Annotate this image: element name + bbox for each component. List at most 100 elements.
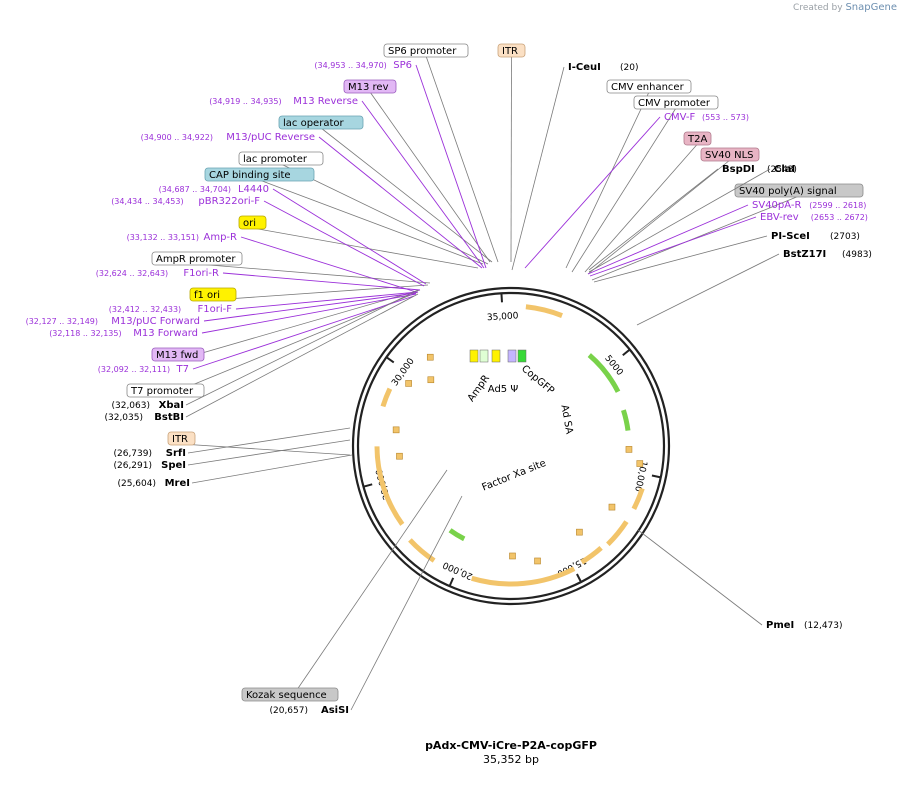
- primer-leader-line: [263, 200, 425, 287]
- internal-label: Ad5 Ψ: [488, 384, 519, 395]
- primer-leader-line: [415, 64, 487, 269]
- enzyme-name: SrfI: [166, 448, 186, 459]
- feature-arc: [621, 409, 631, 431]
- enzyme-leader-line: [636, 253, 780, 326]
- primer-range: (34,687 .. 34,704): [159, 185, 231, 194]
- enzyme-position: (12,473): [804, 621, 843, 631]
- feature-marker: [405, 380, 412, 387]
- cds-feature-arc: [525, 304, 563, 318]
- plasmid-name: pAdx-CMV-iCre-P2A-copGFP: [425, 739, 597, 752]
- enzyme-name: BspDI: [722, 164, 755, 175]
- feature-label: CAP binding site: [209, 170, 291, 181]
- tick-label: 30,000: [390, 356, 417, 388]
- feature-leader-line: [565, 91, 650, 269]
- primer-name: F1ori-F: [198, 304, 233, 315]
- feature-label: M13 rev: [348, 82, 389, 93]
- feature-label: AmpR promoter: [156, 254, 236, 265]
- enzyme-position: (25,604): [117, 479, 156, 489]
- primer-name: pBR322ori-F: [198, 196, 260, 207]
- feature-leader-line: [510, 55, 512, 263]
- enzyme-leader-line: [187, 427, 351, 454]
- feature-marker: [625, 446, 633, 453]
- feature-block: [479, 349, 489, 363]
- enzyme-position: (2543): [767, 165, 797, 175]
- primer-name: M13/pUC Forward: [111, 316, 200, 327]
- feature-label: CMV promoter: [638, 98, 711, 109]
- enzyme-name: MreI: [165, 478, 190, 489]
- enzyme-name: BstBI: [154, 412, 184, 423]
- feature-marker: [636, 460, 644, 467]
- feature-box: [167, 431, 196, 446]
- enzyme-leader-line: [588, 168, 771, 273]
- feature-box: [151, 251, 243, 266]
- feature-label: SP6 promoter: [388, 46, 457, 57]
- enzyme-leader-line: [191, 454, 353, 484]
- primer-leader-line: [318, 136, 483, 269]
- primer-range: (32,624 .. 32,643): [96, 269, 168, 278]
- tick-mark: [363, 483, 373, 488]
- cds-feature-arc: [631, 487, 645, 511]
- feature-box: [633, 95, 719, 110]
- feature-box: [497, 43, 526, 58]
- feature-leader-line: [289, 469, 448, 701]
- feature-leader-line: [181, 443, 351, 456]
- tick-mark: [622, 348, 631, 356]
- feature-leader-line: [252, 227, 479, 269]
- feature-box: [126, 383, 205, 398]
- cds-feature-arc: [471, 566, 576, 587]
- feature-block: [469, 349, 479, 363]
- feature-box: [238, 215, 267, 230]
- brand-prefix: Created by: [793, 3, 843, 13]
- enzyme-leader-line: [593, 235, 768, 283]
- tick-label: 20,000: [441, 559, 474, 581]
- feature-arc: [448, 528, 466, 542]
- primer-name: M13 Reverse: [293, 96, 358, 107]
- primer-range: (32,092 .. 32,111): [98, 365, 170, 374]
- enzyme-leader-line: [637, 529, 763, 626]
- feature-marker: [396, 452, 403, 460]
- feature-leader-line: [571, 107, 677, 273]
- enzyme-name: I-CeuI: [568, 62, 601, 73]
- primer-range: (553 .. 573): [702, 113, 749, 122]
- backbone-outer-ring: [351, 286, 671, 606]
- feature-leader-line: [177, 289, 421, 361]
- feature-leader-line: [320, 127, 493, 263]
- feature-block: [517, 349, 527, 363]
- primer-name: F1ori-R: [183, 268, 219, 279]
- feature-label: T7 promoter: [130, 386, 194, 397]
- enzyme-name: PmeI: [766, 620, 794, 631]
- feature-marker: [427, 376, 435, 384]
- feature-marker: [608, 503, 616, 511]
- enzyme-position: (20): [620, 63, 638, 73]
- primer-leader-line: [203, 292, 417, 322]
- primer-leader-line: [589, 216, 757, 277]
- enzyme-position: (4983): [842, 250, 872, 260]
- snapgene-logo: SnapGene: [845, 2, 897, 13]
- primer-name: CMV-F: [664, 112, 695, 123]
- primer-name: EBV-rev: [760, 212, 799, 223]
- enzyme-name: SpeI: [161, 460, 186, 471]
- feature-marker: [534, 557, 541, 565]
- enzyme-leader-line: [187, 439, 351, 466]
- feature-leader-line: [584, 143, 698, 273]
- enzyme-position: (20,657): [269, 706, 308, 716]
- enzyme-leader-line: [511, 66, 565, 271]
- tick-mark: [500, 293, 503, 303]
- primer-range: (33,132 .. 33,151): [127, 233, 199, 242]
- tick-mark: [651, 474, 661, 479]
- primer-name: L4440: [238, 184, 269, 195]
- cds-feature-arc: [580, 545, 603, 565]
- feature-label: ori: [243, 218, 256, 229]
- enzyme-position: (32,035): [104, 413, 143, 423]
- feature-label: lac operator: [283, 118, 344, 129]
- enzyme-leader-line: [588, 168, 719, 271]
- cds-feature-arc: [380, 387, 393, 408]
- primer-leader-line: [235, 291, 419, 310]
- feature-box: [683, 131, 712, 146]
- primer-range: (2653 .. 2672): [811, 213, 868, 222]
- feature-box: [204, 167, 315, 182]
- feature-box: [383, 43, 469, 58]
- feature-label: SV40 poly(A) signal: [739, 186, 837, 197]
- feature-marker: [576, 528, 583, 536]
